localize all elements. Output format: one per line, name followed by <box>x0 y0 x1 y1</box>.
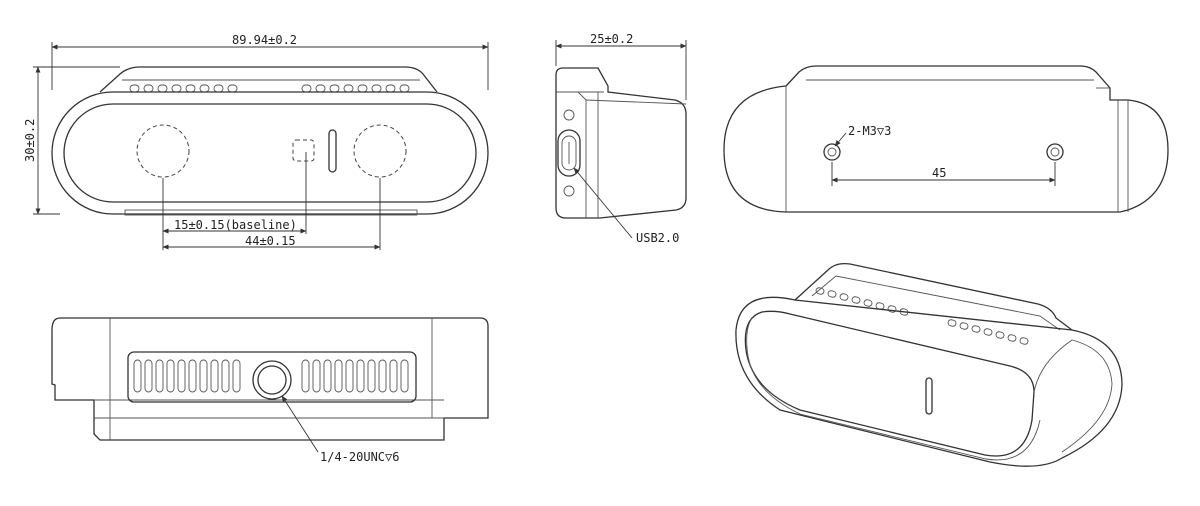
right-lens <box>353 124 407 178</box>
left-lens <box>136 124 190 178</box>
iso-front-face <box>744 310 1035 457</box>
sensor-square <box>292 139 315 162</box>
dim-height: 30±0.2 <box>23 119 37 162</box>
status-led <box>328 129 337 173</box>
top-vent-left <box>129 84 238 93</box>
dim-overall-width: 89.94±0.2 <box>232 33 297 47</box>
front-view: 89.94±0.2 30±0.2 15±0.15(baseline) 44±0.… <box>23 33 489 250</box>
dim-lens-span: 44±0.15 <box>245 234 296 248</box>
bottom-vent-grille <box>127 351 417 403</box>
bottom-slots-left <box>133 359 241 393</box>
label-mount-holes: 2-M3▽3 <box>848 124 891 138</box>
isometric-view <box>735 262 1123 467</box>
iso-vent-left <box>815 287 909 316</box>
mount-hole-left <box>823 143 841 161</box>
usb-c-port <box>557 129 581 177</box>
iso-vent-right <box>947 319 1029 345</box>
tripod-mount <box>252 360 292 400</box>
back-view: 2-M3▽3 45 <box>723 65 1169 213</box>
label-tripod-mount: 1/4-20UNC▽6 <box>320 450 399 464</box>
top-vent-right <box>301 84 410 93</box>
iso-status-led <box>925 377 933 415</box>
dim-baseline: 15±0.15(baseline) <box>174 218 297 232</box>
label-usb: USB2.0 <box>636 231 679 245</box>
bottom-slots-right <box>301 359 409 393</box>
dim-depth: 25±0.2 <box>590 32 633 46</box>
bottom-view: 1/4-20UNC▽6 <box>51 317 489 464</box>
dim-hole-spacing: 45 <box>932 166 946 180</box>
mount-hole-right <box>1046 143 1064 161</box>
side-view: 25±0.2 USB2.0 <box>555 32 687 245</box>
